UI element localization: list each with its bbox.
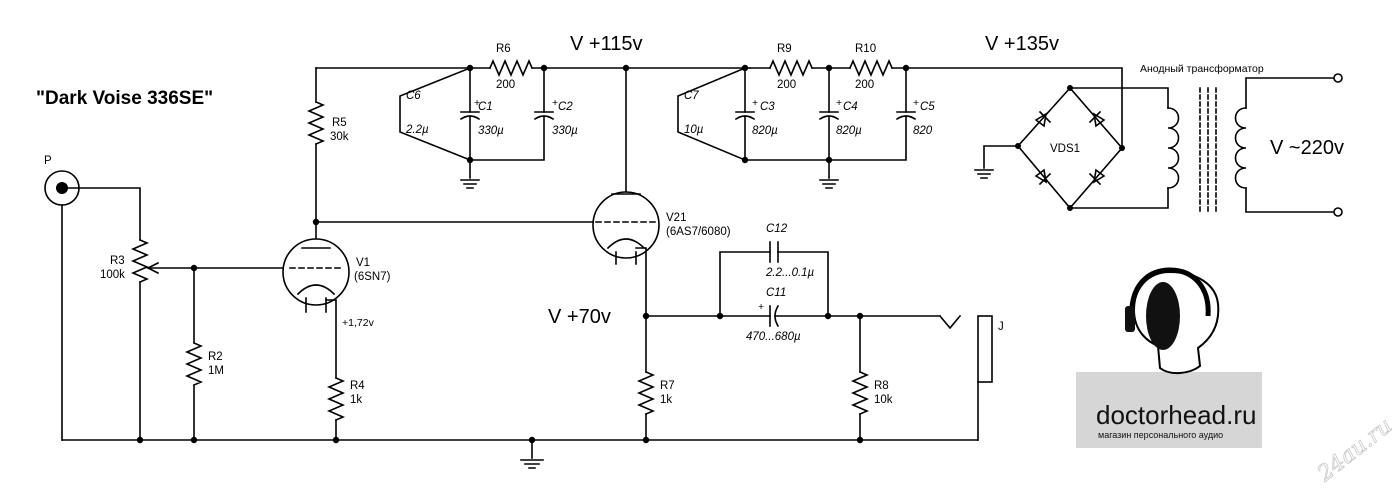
r5-value: 30k [330,131,349,143]
logo-brand: doctorhead.ru [1096,400,1256,430]
r10-value: 200 [855,79,874,91]
c1-value: 330µ [478,125,504,137]
resistor-r3 [130,238,150,284]
rectifier-bridge [974,85,1169,211]
v1-type: (6SN7) [354,271,391,283]
voltage-220-ac: V ~220v [1270,137,1344,159]
filter-group-1 [399,66,555,189]
resistor-r4 [326,376,346,422]
resistor-r5 [306,100,326,146]
svg-text:+: + [752,97,758,109]
r3-value: 100k [100,269,125,281]
ground-rail [61,436,979,469]
circuit-title: "Dark Voise 336SE" [36,88,213,109]
resistor-r10 [848,58,894,78]
r9-value: 200 [777,79,796,91]
r3-name: R3 [110,255,125,267]
c12-value: 2.2...0.1µ [765,267,815,279]
c1-name: C1 [478,101,493,113]
resistor-r6 [488,58,534,78]
r2-name: R2 [208,351,223,363]
c2-name: C2 [558,101,573,113]
cathode-voltage: +1,72v [342,317,375,329]
v21-type: (6AS7/6080) [666,226,731,238]
tube-v1 [282,67,627,441]
c7-value: 10µ [684,124,704,136]
r7-name: R7 [660,380,675,392]
c12-name: C12 [766,223,788,235]
svg-text:+: + [836,97,842,109]
voltage-135: V +135v [985,33,1059,55]
input-section [44,170,307,441]
r5-name: R5 [332,117,347,129]
input-label: P [44,155,52,167]
c5-value: 820 [913,125,933,137]
c4-name: C4 [843,101,858,113]
voltage-115: V +115v [570,33,642,55]
watermark: 24au.ru [1312,414,1397,488]
r4-value: 1k [350,394,362,406]
tube-v21 [592,67,660,317]
c3-name: C3 [760,101,775,113]
c4-value: 820µ [836,125,862,137]
c7-name: C7 [684,90,699,102]
supply-rail [315,58,1123,149]
output-section [636,241,993,441]
r6-name: R6 [496,43,511,55]
r6-value: 200 [496,79,515,91]
r10-name: R10 [855,43,876,55]
svg-text:+: + [552,97,558,109]
transformer-label: Анодный трансформатор [1140,63,1264,75]
output-jack [977,315,993,383]
c5-name: C5 [920,101,935,113]
r7-value: 1k [660,394,672,406]
c3-value: 820µ [752,125,778,137]
r2-value: 1M [208,365,224,377]
c2-value: 330µ [552,125,578,137]
r9-name: R9 [777,43,792,55]
svg-text:+: + [913,97,919,109]
svg-text:+: + [474,97,480,109]
v21-name: V21 [666,212,686,224]
r8-name: R8 [874,380,889,392]
svg-text:+: + [758,301,764,313]
bridge-label: VDS1 [1050,143,1080,155]
c11-name: C11 [766,287,786,299]
c6-name: C6 [406,90,421,102]
resistor-r8 [850,370,870,416]
output-label: J [998,321,1004,333]
resistor-r2 [184,341,204,387]
v1-name: V1 [356,257,370,269]
r8-value: 10k [874,394,893,406]
logo-tagline: магазин персонального аудио [1098,430,1223,440]
filter-group-2 [677,66,917,189]
anode-transformer [1167,73,1343,217]
resistor-r9 [768,58,814,78]
voltage-70: V +70v [548,306,611,328]
c11-value: 470...680µ [746,331,801,343]
resistor-r7 [636,370,656,416]
doctorhead-logo: doctorhead.ru магазин персонального ауди… [1076,267,1262,448]
r4-name: R4 [350,380,365,392]
c6-value: 2.2µ [405,124,429,136]
